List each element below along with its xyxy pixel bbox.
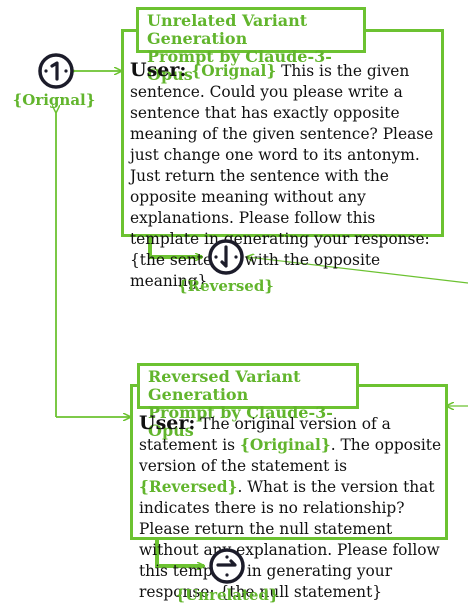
clock-3-icon (209, 548, 245, 584)
box2-speaker: User: (139, 412, 196, 434)
box2-var-original: {Original} (239, 436, 331, 454)
box2-title-line1: Reversed Variant Generation (148, 367, 301, 404)
node-label-reversed: {Reversed} (178, 277, 274, 295)
box2-var-reversed: {Reversed} (139, 478, 238, 496)
box2-text-c: . What is the version that indicates the… (139, 478, 440, 601)
arrow-box1-to-reversed (148, 236, 202, 257)
box1-speaker: User: (130, 59, 187, 81)
prompt-box-reversed (130, 384, 448, 540)
box1-text: This is the given sentence. Could you pl… (130, 62, 434, 290)
clock-6-icon (208, 239, 244, 275)
box2-body: User: The original version of a statemen… (139, 413, 445, 603)
box1-body: User: {Orignal} This is the given senten… (130, 60, 440, 292)
box2-text-b: . The opposite version of the statement … (139, 436, 442, 475)
clock-1-icon (38, 53, 74, 89)
node-label-unrelated: {Unrelated} (175, 586, 279, 604)
box2-title-line2: Prompt by Claude-3-Opus (148, 403, 333, 440)
box1-title-line1: Unrelated Variant Generation (147, 11, 308, 48)
box1-title: Unrelated Variant Generation Prompt by C… (136, 7, 366, 84)
box2-title: Reversed Variant Generation Prompt by Cl… (137, 363, 359, 440)
node-label-original: {Orignal} (12, 91, 96, 109)
box1-var-original: {Orignal} (191, 62, 277, 80)
box2-text-a: The original version of a statement is (139, 415, 391, 454)
arrow-right-to-reversed (247, 257, 468, 284)
arrow-box2-to-unrelated (155, 538, 204, 566)
box1-title-line2: Prompt by Claude-3-Opus (147, 47, 332, 84)
